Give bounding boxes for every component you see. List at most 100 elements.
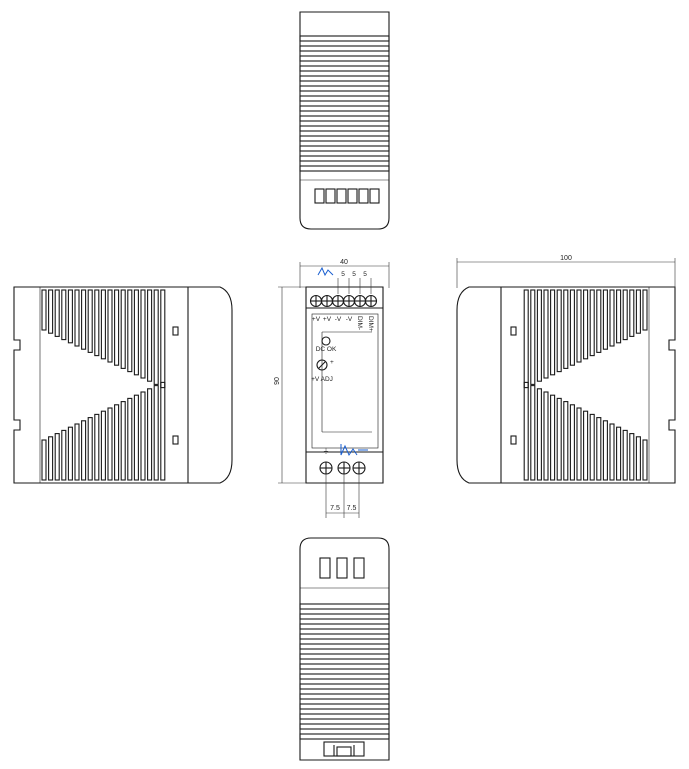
- vent-slot: [127, 289, 133, 373]
- vent-slot: [120, 401, 126, 481]
- vent-slot: [87, 289, 93, 353]
- vent-slot: [299, 65, 390, 72]
- vent-slot: [299, 125, 390, 132]
- vent-slot: [133, 289, 139, 376]
- vent-slot: [569, 289, 575, 366]
- dim-height-label: 90: [274, 377, 281, 385]
- top-view-terminal-slots: [314, 188, 380, 204]
- dim-pitch-left: 7.5: [330, 505, 340, 512]
- terminal-label-1: +V: [312, 316, 321, 323]
- dim-width-label: 40: [340, 259, 348, 266]
- vent-slot: [94, 413, 100, 481]
- vent-slot: [54, 433, 60, 481]
- ground-symbol: ⏚: [323, 447, 330, 455]
- top-view-vents: [299, 35, 390, 172]
- vent-slot: [153, 289, 159, 385]
- vent-slot: [81, 420, 87, 481]
- vent-slot: [299, 713, 390, 720]
- vent-slot: [530, 385, 536, 481]
- vent-slot: [563, 401, 569, 481]
- vent-slot: [299, 723, 390, 730]
- vent-slot: [67, 289, 73, 344]
- vent-slot: [48, 436, 54, 481]
- vent-slot: [536, 388, 542, 481]
- left-side-view: [13, 286, 233, 484]
- vent-slot: [81, 289, 87, 350]
- vent-slot: [629, 289, 635, 337]
- vent-slot: [642, 289, 648, 331]
- vent-slot: [543, 391, 549, 481]
- right-side-vents: [523, 289, 648, 481]
- vent-slot: [622, 429, 628, 481]
- vent-slot: [74, 289, 80, 347]
- dc-ok-led: [321, 336, 331, 346]
- vent-slot: [589, 289, 595, 357]
- vent-slot: [602, 289, 608, 350]
- vent-slot: [299, 683, 390, 690]
- vent-slot: [147, 388, 153, 481]
- vent-slot: [523, 289, 529, 389]
- svg-text:+: +: [330, 359, 334, 366]
- vent-slot: [107, 289, 113, 363]
- vent-slot: [616, 426, 622, 481]
- front-top-terminals: [309, 294, 378, 308]
- dim-depth-label: 100: [560, 255, 572, 262]
- vent-slot: [299, 603, 390, 610]
- front-bottom-terminals: [319, 461, 366, 475]
- vent-slot: [536, 289, 542, 382]
- vent-slot: [299, 105, 390, 112]
- vent-slot: [299, 653, 390, 660]
- dim-pitch-right: 7.5: [347, 505, 357, 512]
- vent-slot: [622, 289, 628, 341]
- vent-slot: [299, 613, 390, 620]
- right-side-view: 100: [456, 255, 676, 484]
- dim-top-pitch-b: 5: [352, 271, 356, 278]
- vent-slot: [299, 165, 390, 172]
- vent-slot: [114, 404, 120, 481]
- vent-slot: [299, 95, 390, 102]
- terminal-label-5: DIM-: [356, 316, 363, 330]
- vent-slot: [556, 397, 562, 481]
- vent-slot: [74, 423, 80, 481]
- vent-slot: [127, 397, 133, 481]
- vent-slot: [140, 391, 146, 481]
- vent-slot: [602, 420, 608, 481]
- vent-slot: [576, 407, 582, 481]
- vent-slot: [299, 623, 390, 630]
- vent-slot: [299, 633, 390, 640]
- vent-slot: [67, 426, 73, 481]
- vent-slot: [583, 410, 589, 481]
- terminal-label-6: DIM+: [367, 316, 374, 332]
- vent-slot: [299, 673, 390, 680]
- left-side-vents: [41, 289, 166, 481]
- vent-slot: [140, 289, 146, 379]
- vent-slot: [596, 417, 602, 481]
- vent-slot: [299, 135, 390, 142]
- vent-slot: [299, 45, 390, 52]
- dim-top-pitch-a: 5: [341, 271, 345, 278]
- vent-slot: [609, 423, 615, 481]
- vent-slot: [609, 289, 615, 347]
- vent-slot: [299, 643, 390, 650]
- vent-slot: [642, 439, 648, 481]
- vent-slot: [153, 385, 159, 481]
- terminal-label-2: +V: [323, 316, 332, 323]
- vent-slot: [635, 436, 641, 481]
- vent-slot: [299, 85, 390, 92]
- v-adj-label: +V ADJ: [311, 376, 333, 383]
- vent-slot: [54, 289, 60, 337]
- top-view: [299, 11, 390, 230]
- vent-slot: [114, 289, 120, 366]
- vent-slot: [299, 733, 390, 740]
- bottom-view-vents: [299, 603, 390, 740]
- front-view: +V +V -V -V DIM- DIM+ DC OK + +V ADJ ⏚ 4…: [274, 259, 390, 518]
- dc-ok-label: DC OK: [316, 346, 337, 353]
- vent-slot: [299, 703, 390, 710]
- dim-top-pitch-c: 5: [363, 271, 367, 278]
- vent-slot: [550, 394, 556, 481]
- vent-slot: [569, 404, 575, 481]
- vent-slot: [299, 35, 390, 42]
- vent-slot: [94, 289, 100, 357]
- vent-slot: [147, 289, 153, 382]
